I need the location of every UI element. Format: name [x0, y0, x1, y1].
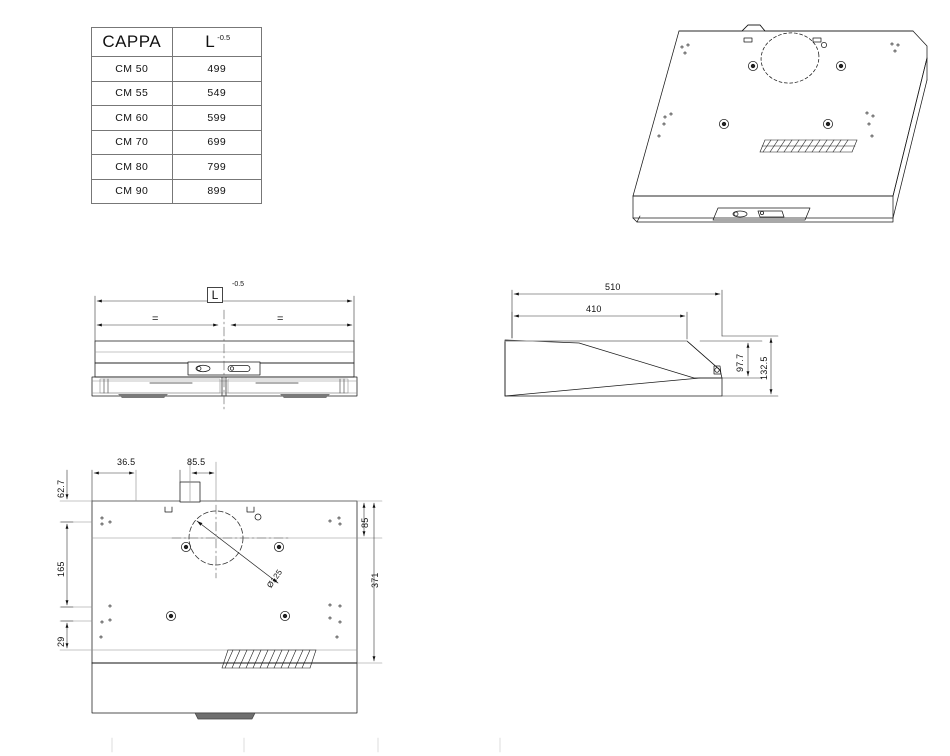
plan-dim-62-7: 62.7	[56, 479, 66, 498]
table-row: CM 90 899	[91, 178, 263, 204]
cell-model: CM 80	[91, 154, 173, 180]
plan-right-dimensions	[356, 500, 383, 664]
front-equal-mark-right: =	[277, 313, 284, 325]
plan-dim-85: 85	[360, 517, 370, 528]
cell-length: 799	[171, 154, 263, 180]
cell-length: 899	[171, 178, 263, 204]
plan-dim-36-5: 36.5	[117, 457, 136, 467]
plan-mount-brackets	[164, 506, 262, 521]
front-dimension-lines	[94, 295, 355, 342]
cell-length: 699	[171, 129, 263, 155]
plan-center-lines	[171, 504, 291, 579]
front-width-symbol-box: L	[207, 287, 223, 303]
column-header-tolerance: -0.5	[217, 33, 231, 42]
iso-mount-features	[743, 37, 827, 48]
iso-control-panel	[712, 207, 811, 221]
side-dim-132-5: 132.5	[759, 356, 769, 380]
side-dim-97-7: 97.7	[735, 353, 745, 372]
cappa-size-table: CAPPA L-0.5 CM 50 499 CM 55 549 CM 60 59…	[91, 27, 263, 204]
table-row: CM 70 699	[91, 129, 263, 155]
plan-left-dimensions	[59, 469, 93, 651]
plan-dim-85-5: 85.5	[187, 457, 206, 467]
front-width-tolerance: -0.5	[232, 281, 245, 288]
column-header-cappa: CAPPA	[91, 27, 173, 57]
table-row: CM 55 549	[91, 80, 263, 106]
side-elevation-geometry	[504, 339, 723, 397]
plan-dim-29: 29	[56, 636, 66, 647]
plan-hole-clusters	[99, 516, 342, 639]
side-dim-510: 510	[605, 282, 621, 292]
table-header-row: CAPPA L-0.5	[91, 27, 263, 57]
cell-length: 499	[171, 56, 263, 82]
isometric-hood-body	[632, 24, 928, 223]
table-row: CM 50 499	[91, 56, 263, 82]
column-header-length-text: L	[205, 32, 216, 51]
cell-model: CM 55	[91, 80, 173, 106]
sheet-bottom-ticks	[111, 737, 501, 753]
cell-model: CM 50	[91, 56, 173, 82]
iso-hole-clusters	[657, 42, 900, 138]
iso-duct-hole	[760, 32, 820, 84]
iso-top-notch	[741, 24, 766, 32]
bottom-plan-geometry	[91, 500, 358, 720]
plan-filter-mesh	[221, 649, 317, 669]
table-row: CM 80 799	[91, 154, 263, 180]
plan-dim-165: 165	[56, 561, 66, 577]
plan-dim-371: 371	[370, 572, 380, 588]
side-dimension-lines	[511, 289, 779, 397]
front-equal-mark-left: =	[152, 313, 159, 325]
front-elevation-geometry	[91, 340, 358, 398]
iso-filter-mesh	[759, 139, 858, 153]
iso-screw-bosses	[718, 60, 847, 130]
cell-length: 549	[171, 80, 263, 106]
plan-duct-diameter-leader	[196, 520, 279, 584]
side-dim-410: 410	[586, 304, 602, 314]
table-body: CM 50 499 CM 55 549 CM 60 599 CM 70 699 …	[91, 56, 263, 204]
plan-top-dimensions	[91, 461, 217, 502]
column-header-length: L-0.5	[171, 27, 263, 57]
